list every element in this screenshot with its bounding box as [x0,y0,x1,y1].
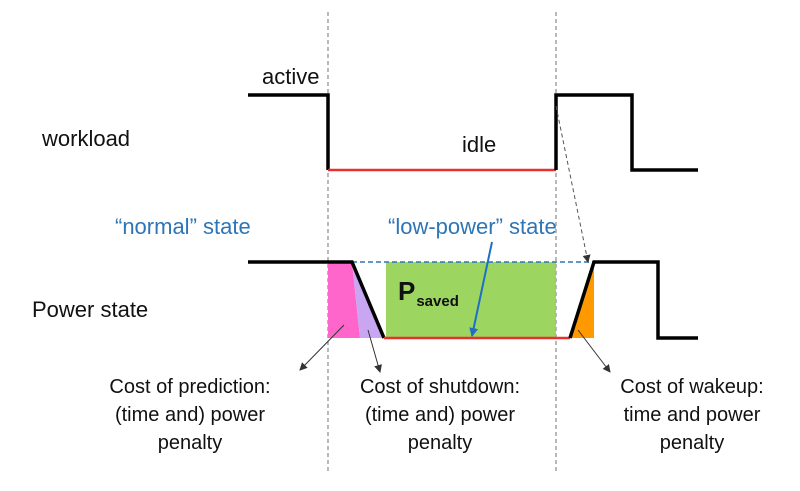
shutdown-cost-line-3: penalty [407,432,473,454]
p-saved-symbol: P [398,276,416,306]
shutdown-cost-caption: Cost of shutdown: (time and) power penal… [360,373,520,457]
low-power-state-label: “low-power” state [388,214,557,239]
shutdown-cost-arrow [367,329,382,373]
p-saved-label: Psaved [398,276,459,310]
wakeup-cost-line-2: time and power [623,404,761,426]
wakeup-cost-line-3: penalty [659,432,725,454]
wakeup-cost-caption: Cost of wakeup: time and power penalty [620,373,763,457]
active-label: active [262,64,320,89]
workload-signal-wake [554,93,698,172]
prediction-cost-region [328,262,360,338]
wakeup-timing-arrow [555,105,591,263]
shutdown-cost-line-2: (time and) power [364,404,516,426]
prediction-cost-caption: Cost of prediction: (time and) power pen… [109,373,270,457]
prediction-cost-arrow [299,324,345,371]
shutdown-cost-line-1: Cost of shutdown: [359,376,521,398]
prediction-cost-line-3: penalty [157,432,223,454]
wakeup-cost-arrow [577,329,611,373]
workload-signal-active [248,93,330,170]
prediction-cost-line-1: Cost of prediction: [109,376,271,398]
prediction-cost-line-2: (time and) power [114,404,266,426]
workload-label: workload [42,126,131,151]
power-state-signal-wake [568,260,698,340]
power-state-signal-start [248,260,386,339]
normal-state-label: “normal” state [115,214,251,239]
p-saved-subscript: saved [416,293,459,310]
wakeup-cost-line-1: Cost of wakeup: [620,376,764,398]
idle-label: idle [462,132,497,157]
power-state-label: Power state [32,297,149,322]
low-power-pointer-arrow [469,241,493,337]
saved-power-area [386,262,556,338]
